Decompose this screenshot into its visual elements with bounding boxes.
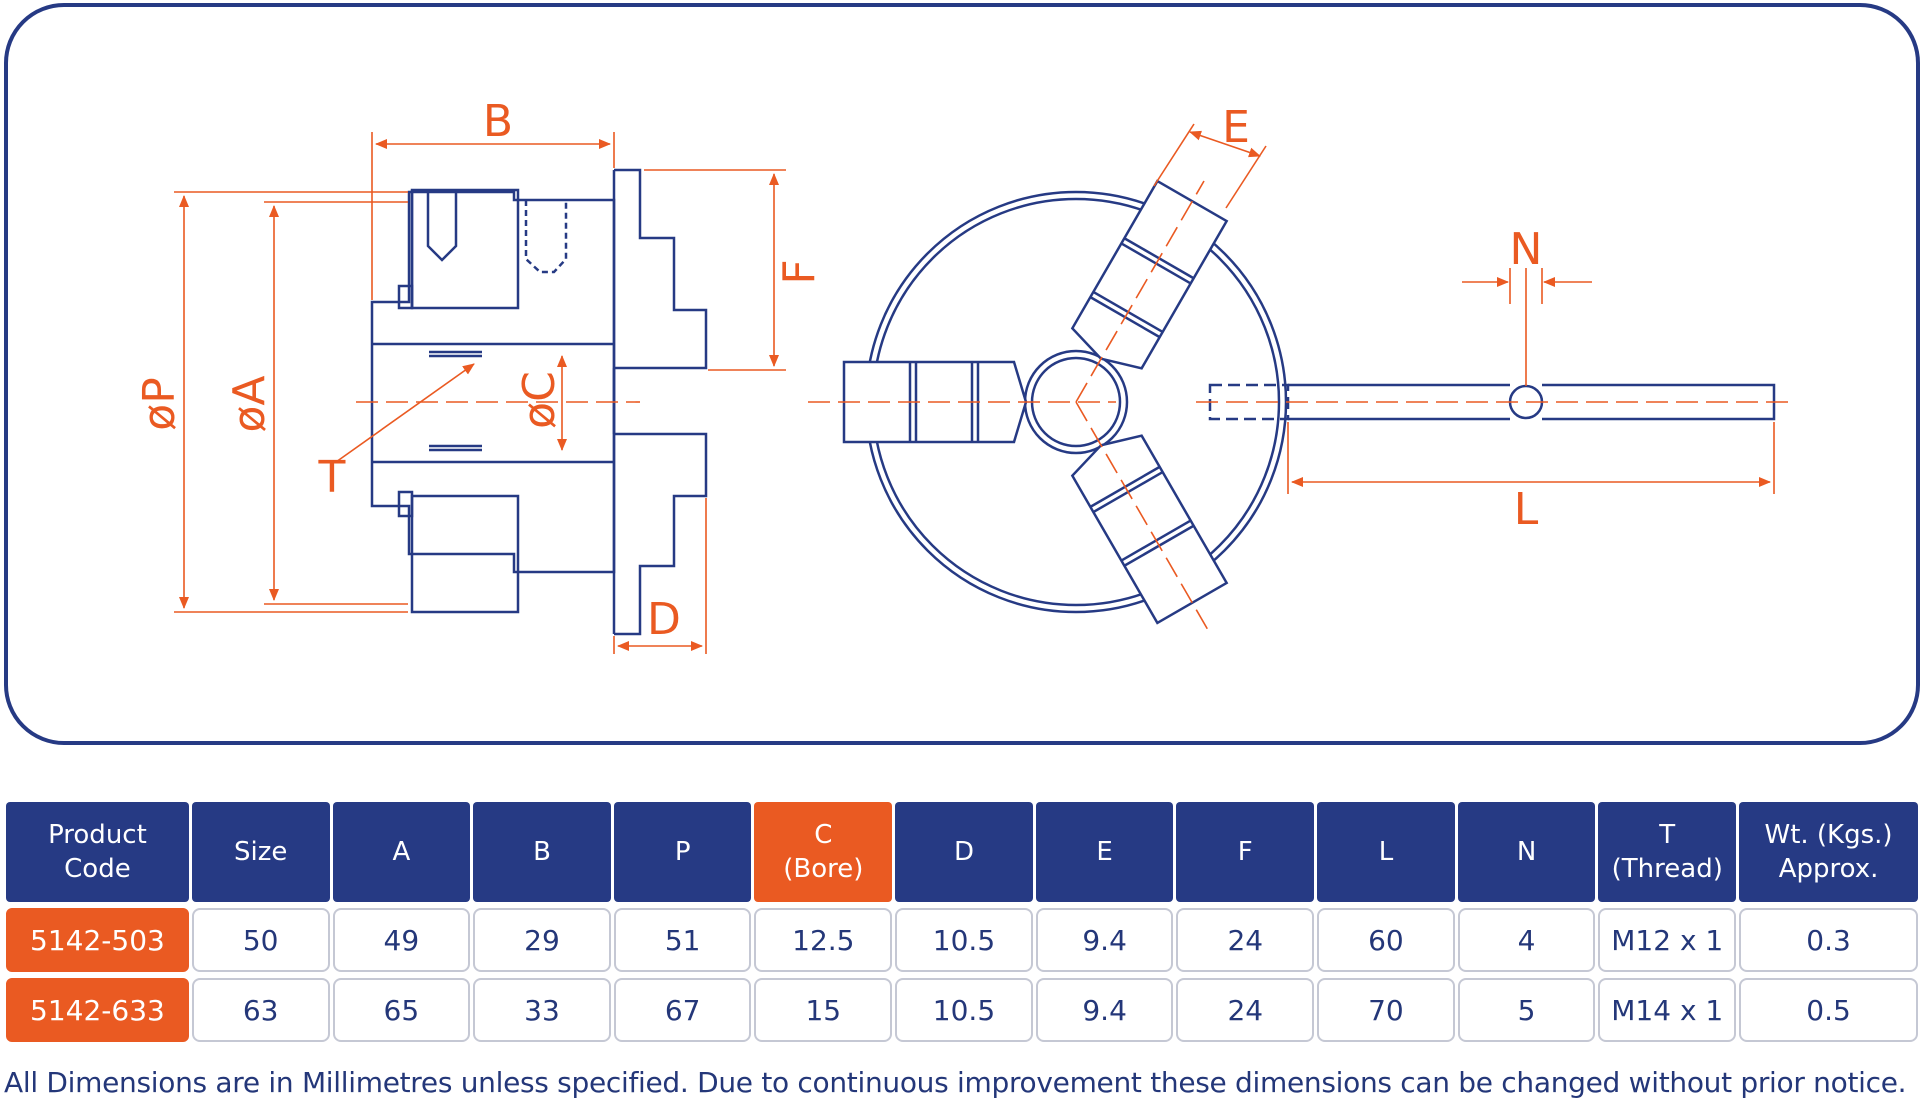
cell-a: 65 [332, 978, 471, 1042]
header-t-thread: T(Thread) [1598, 802, 1737, 902]
header-b: B [473, 802, 611, 902]
cell-f: 24 [1176, 908, 1315, 972]
key-view-dimensions [1196, 268, 1794, 494]
cell-l: 60 [1317, 908, 1455, 972]
header-e: E [1035, 802, 1174, 902]
cell-size: 50 [191, 908, 330, 972]
dim-label-t: T [318, 452, 346, 503]
header-f: F [1176, 802, 1315, 902]
dim-label-d: D [647, 594, 681, 645]
header-weight: Wt. (Kgs.)Approx. [1739, 802, 1918, 902]
cell-p: 51 [613, 908, 752, 972]
cell-d: 10.5 [895, 978, 1033, 1042]
cell-product-code: 5142-503 [6, 908, 189, 972]
header-d: D [895, 802, 1033, 902]
chuck-technical-drawing: B øP øA øC T F D [134, 96, 1794, 654]
jaw-screw-upper [426, 190, 458, 262]
cell-a: 49 [332, 908, 471, 972]
dim-label-l: L [1514, 484, 1539, 535]
dim-label-b: B [483, 96, 513, 147]
cell-e: 9.4 [1035, 978, 1174, 1042]
cell-b: 33 [473, 978, 611, 1042]
cell-l: 70 [1317, 978, 1455, 1042]
diagram-frame: B øP øA øC T F D [4, 3, 1920, 745]
dim-label-n: N [1510, 224, 1543, 275]
cell-e: 9.4 [1035, 908, 1174, 972]
dim-label-c: øC [514, 371, 565, 429]
side-view-dimensions [174, 132, 786, 654]
front-view-dimensions [808, 123, 1267, 631]
table-row: 5142-633 63 65 33 67 15 10.5 9.4 24 70 5… [6, 978, 1918, 1042]
cell-c: 15 [754, 978, 893, 1042]
cell-size: 63 [191, 978, 330, 1042]
cell-d: 10.5 [895, 908, 1033, 972]
dim-label-p: øP [134, 377, 185, 430]
side-view-labels: B øP øA øC T F D [134, 96, 825, 645]
cell-f: 24 [1176, 978, 1315, 1042]
cell-weight: 0.3 [1739, 908, 1918, 972]
dim-label-f: F [774, 259, 825, 284]
cell-t: M14 x 1 [1598, 978, 1737, 1042]
jaw-screw-upper-2 [524, 200, 568, 274]
header-size: Size [191, 802, 330, 902]
footnote: All Dimensions are in Millimetres unless… [4, 1066, 1907, 1099]
cell-product-code: 5142-633 [6, 978, 189, 1042]
header-a: A [332, 802, 471, 902]
header-n: N [1457, 802, 1596, 902]
cell-c: 12.5 [754, 908, 893, 972]
header-l: L [1317, 802, 1455, 902]
cell-b: 29 [473, 908, 611, 972]
dim-label-a: øA [224, 375, 275, 432]
header-p: P [613, 802, 752, 902]
cell-n: 4 [1457, 908, 1596, 972]
front-plate [614, 168, 708, 370]
dim-label-e: E [1222, 102, 1250, 153]
lower-jaw [410, 494, 520, 614]
cell-n: 5 [1457, 978, 1596, 1042]
cell-weight: 0.5 [1739, 978, 1918, 1042]
cell-t: M12 x 1 [1598, 908, 1737, 972]
cell-p: 67 [613, 978, 752, 1042]
table-row: 5142-503 50 49 29 51 12.5 10.5 9.4 24 60… [6, 908, 1918, 972]
header-c-bore: C(Bore) [754, 802, 893, 902]
